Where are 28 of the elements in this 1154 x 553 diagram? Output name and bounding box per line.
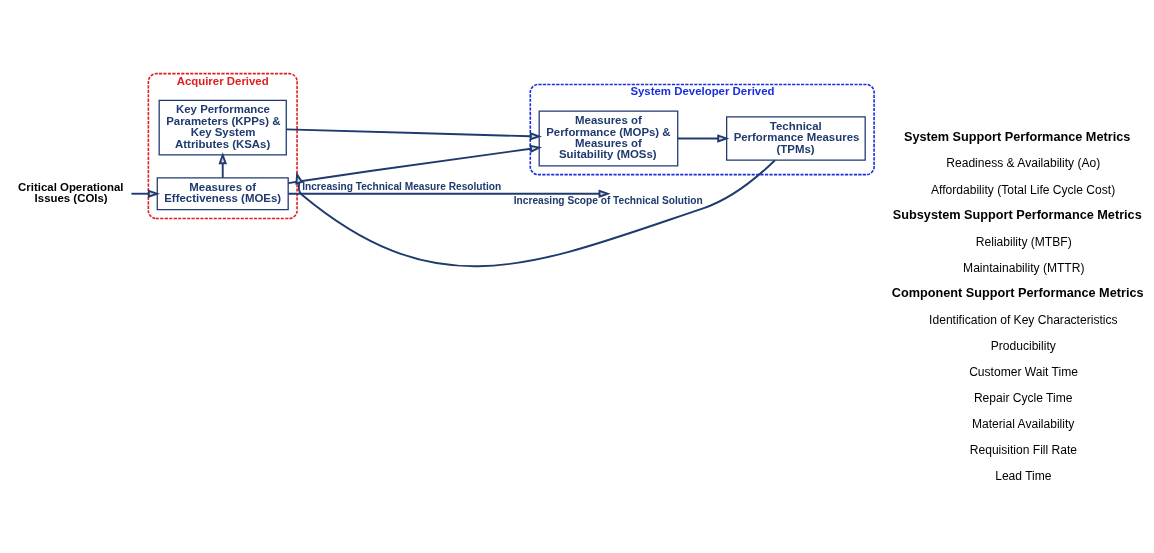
arrow — [285, 128, 542, 141]
node-text: Critical Operational Issues (COIs) — [18, 180, 124, 205]
arrow — [218, 152, 227, 179]
label: Customer Wait Time — [969, 364, 1078, 379]
arrow — [130, 189, 160, 198]
label: System Support Performance Metrics — [903, 129, 1131, 144]
label: Readiness & Availability (Ao) — [946, 156, 1101, 171]
arrow — [287, 144, 543, 185]
label: Requisition Fill Rate — [969, 443, 1078, 458]
node-box: Key Performance Parameters (KPPs) & Key System Attributes (KSAs) — [158, 99, 287, 156]
label: Lead Time — [995, 469, 1052, 484]
label: Component Support Performance Metrics — [891, 286, 1144, 301]
label: Maintainability (MTTR) — [963, 260, 1085, 275]
label: Subsystem Support Performance Metrics — [892, 208, 1142, 223]
arrow — [676, 134, 730, 143]
label: Producibility — [990, 338, 1056, 353]
node-box: Measures of Effectiveness (MOEs) — [156, 177, 289, 211]
edge-label: Increasing Technical Measure Resolution — [302, 180, 502, 192]
label: Reliability (MTBF) — [975, 234, 1072, 249]
label: Identification of Key Characteristics — [929, 312, 1118, 327]
label: Affordability (Total Life Cycle Cost) — [931, 182, 1116, 197]
arrow — [287, 189, 611, 198]
edge-label: Increasing Scope of Technical Solution — [513, 195, 703, 207]
arrow — [295, 159, 776, 267]
label: Repair Cycle Time — [973, 390, 1073, 405]
node-box: Technical Performance Measures (TPMs) — [726, 116, 866, 161]
node-box: Measures of Performance (MOPs) & Measures of Suitability (MOSs) — [538, 110, 679, 167]
label: Material Availability — [971, 417, 1075, 432]
